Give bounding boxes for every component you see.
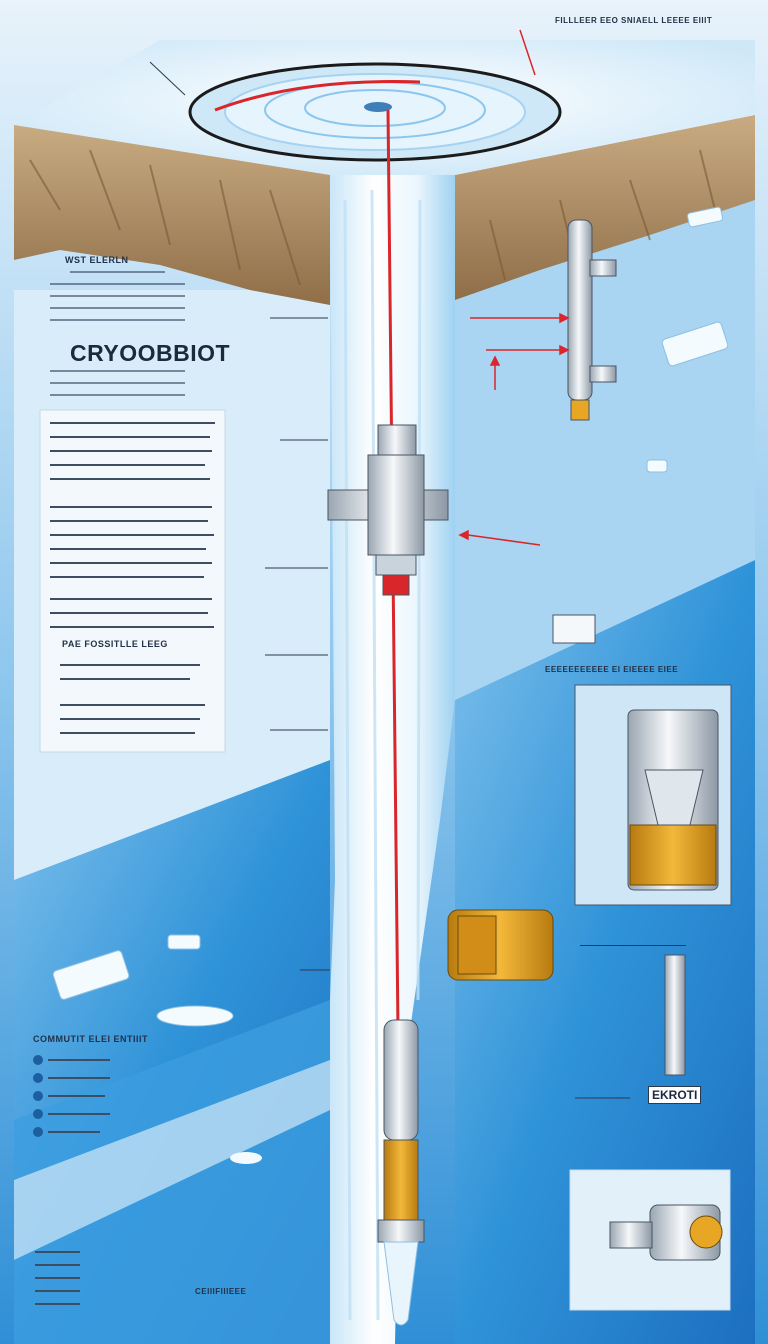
side-heading: WST ELERLN xyxy=(65,255,129,265)
legend-heading: COMMUTIT ELEI ENTIIIT xyxy=(33,1034,148,1044)
leader-lines xyxy=(149,61,630,1099)
intro-text-lines xyxy=(50,271,185,396)
legend-list xyxy=(33,1055,110,1137)
upper-sensor-probe xyxy=(567,219,617,421)
ice-chunk xyxy=(646,459,668,473)
panel-text-lines xyxy=(50,422,215,734)
melting-head-module xyxy=(447,909,554,981)
inset-label: EKROTI xyxy=(648,1086,702,1104)
reactor-inset xyxy=(574,684,732,906)
cryobot-probe xyxy=(377,1019,425,1326)
surface-tether xyxy=(214,80,421,112)
borehole-entry xyxy=(364,102,392,112)
info-panel xyxy=(39,409,226,753)
bottom-caption: CEIIIFIIIEEE xyxy=(195,1287,247,1296)
drill-rod-inset xyxy=(580,945,686,1076)
rock-layer-left xyxy=(14,125,330,305)
ice-chunk xyxy=(167,934,201,950)
ice-chunk xyxy=(52,950,130,1000)
diagram-title: CRYOOBBIOT xyxy=(70,340,231,366)
panel-subheading: PAE FOSSITLLE LEEG xyxy=(62,639,168,649)
lower-caption: EEEEEEEEEEE EI EIEEEE EIEE xyxy=(545,665,679,674)
top-right-caption: FILLLEER EEO SNIAELL LEEEE EIIIT xyxy=(555,16,713,25)
ice-floe xyxy=(156,1005,234,1027)
ice-chunk xyxy=(661,321,729,367)
ice-face-right xyxy=(455,200,755,700)
pump-inset xyxy=(569,1169,731,1311)
label-line-blocks xyxy=(35,1251,80,1305)
communication-relay xyxy=(327,424,449,596)
data-logger-box xyxy=(552,614,596,644)
rock-layer-right xyxy=(455,115,755,300)
ice-chunk xyxy=(686,206,724,228)
callout-arrows xyxy=(458,29,570,546)
ice-slope-highlight xyxy=(14,1060,330,1260)
